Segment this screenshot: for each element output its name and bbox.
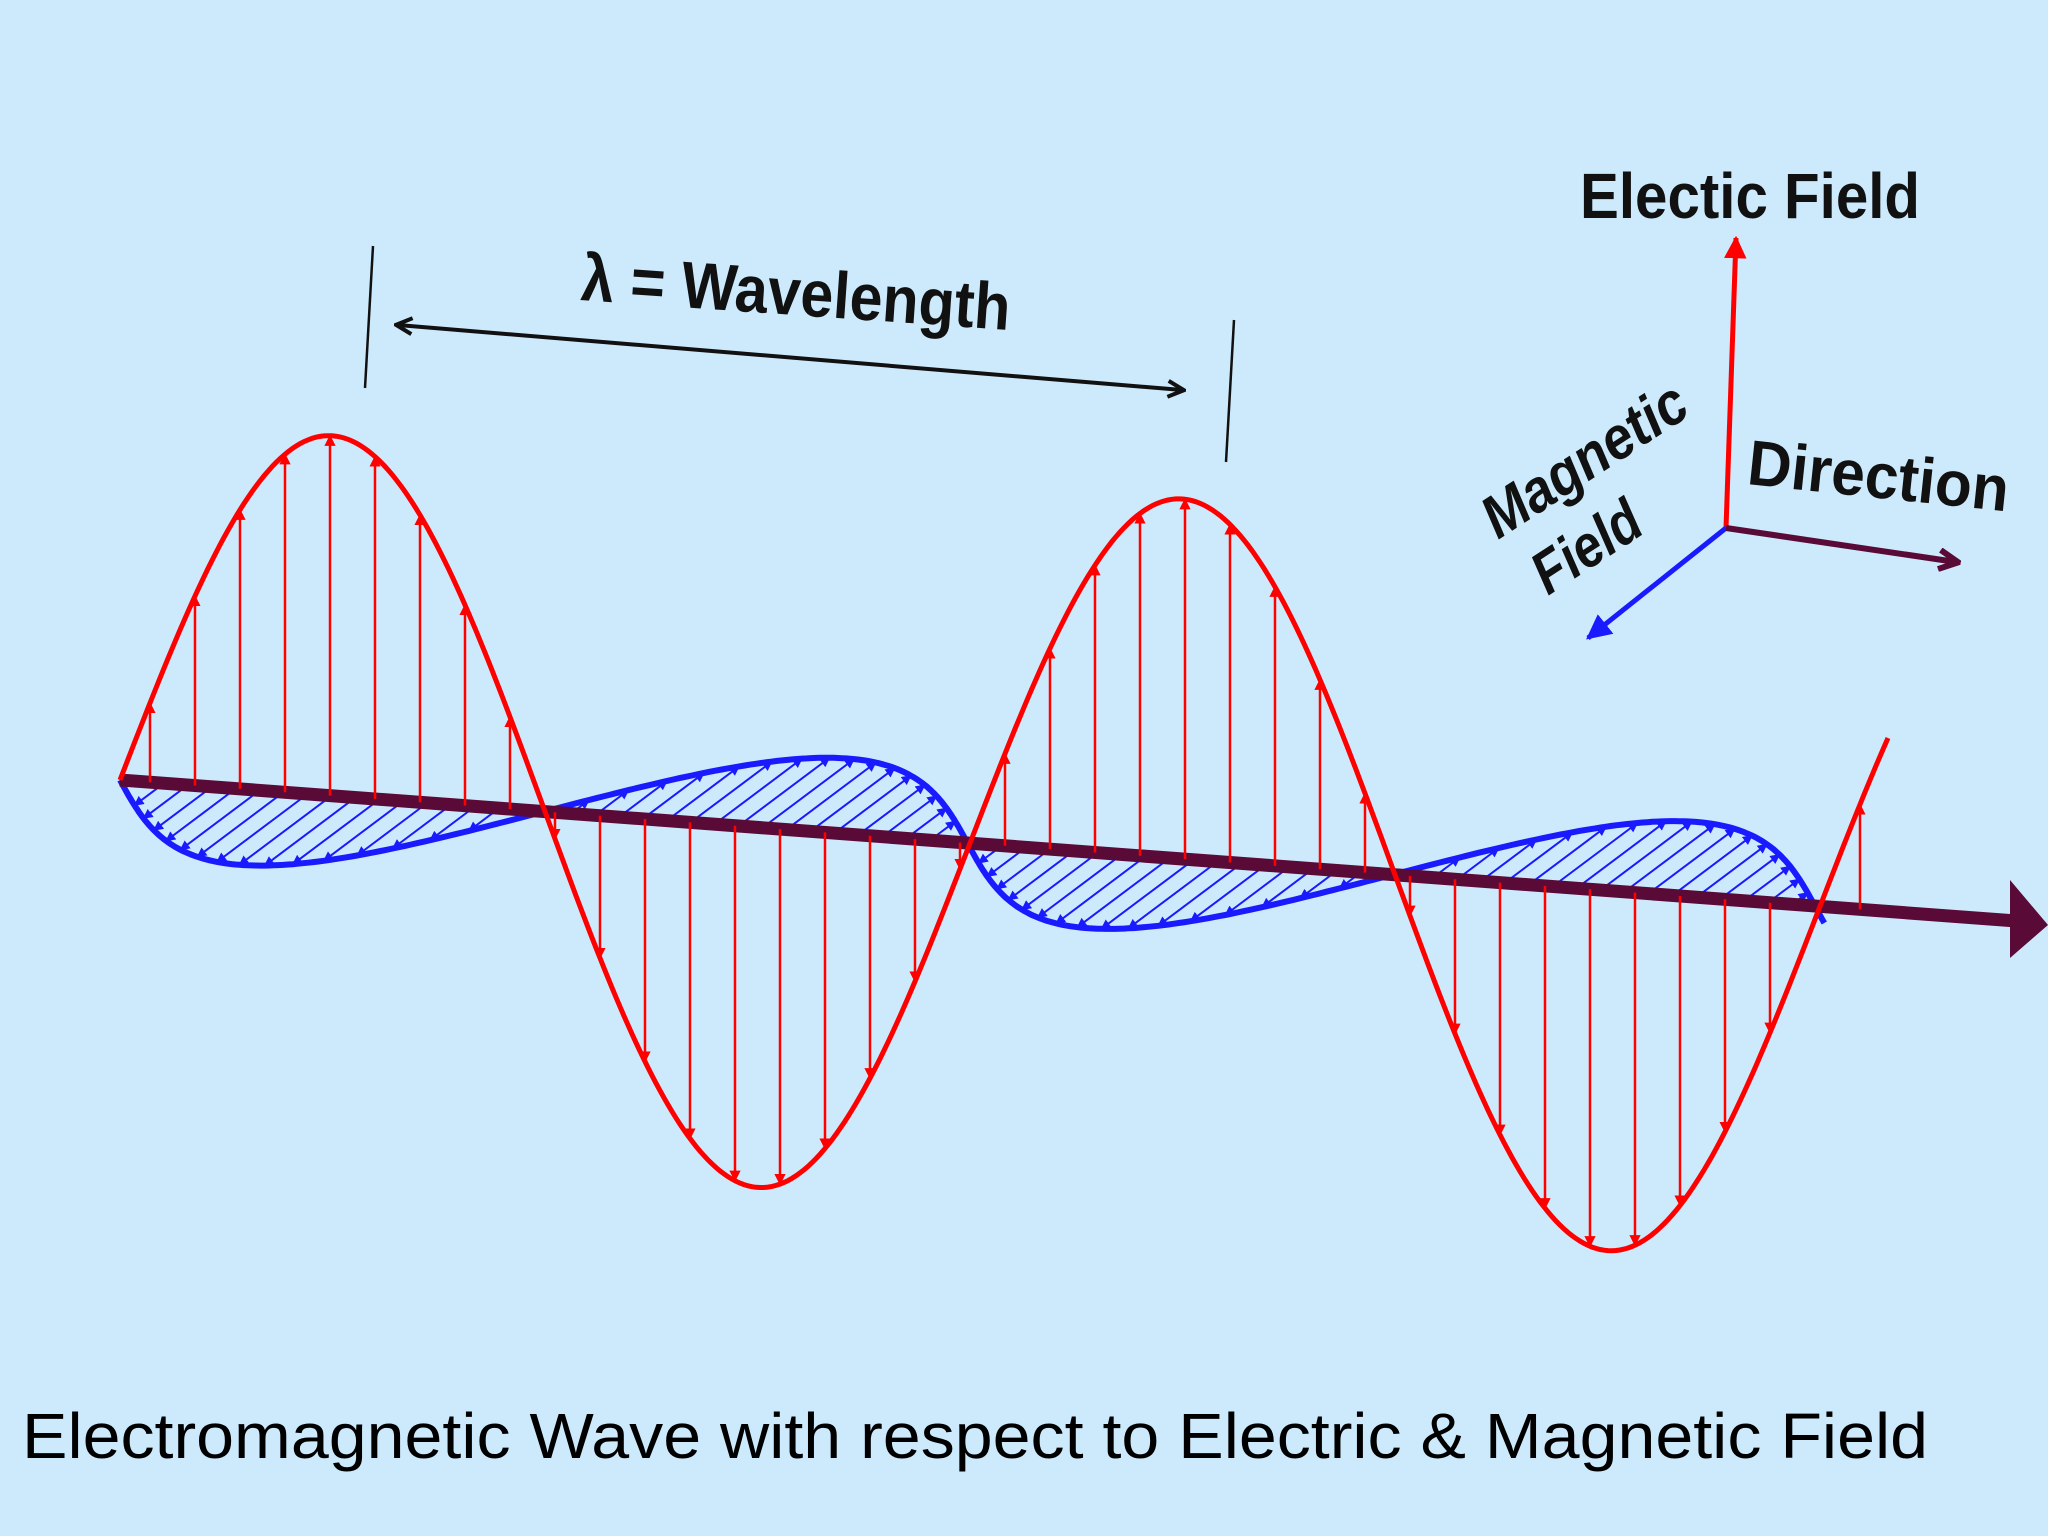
electric-axis-arrow-icon	[1723, 235, 1747, 529]
magnetic-field-vector	[1599, 820, 1693, 892]
magnetic-field-vector	[713, 757, 803, 826]
magnetic-field-vector	[1623, 823, 1716, 894]
wavelength-arrow-icon	[398, 325, 1182, 390]
magnetic-field-vector	[833, 774, 912, 835]
wavelength-label: λ = Wavelength	[579, 240, 1013, 344]
magnetic-field-vector	[881, 795, 938, 838]
magnetic-field-vector	[323, 800, 404, 862]
axes-legend: Electic Field Direction Magnetic Field	[1469, 160, 2013, 640]
magnetic-field-vector	[1189, 864, 1266, 923]
magnetic-field-vector	[1036, 854, 1122, 919]
magnetic-field-vector	[238, 794, 332, 866]
magnetic-field-vector	[1551, 822, 1639, 888]
propagation-arrow-icon	[2010, 880, 2048, 958]
magnetic-field-vector	[1479, 838, 1538, 883]
magnetic-field-vector	[665, 765, 740, 822]
magnetic-field-vector	[996, 848, 1051, 890]
magnetic-field-vector	[165, 787, 237, 842]
diagram-caption: Electromagnetic Wave with respect to Ele…	[22, 1400, 1928, 1472]
magnetic-field-vector	[1671, 834, 1753, 897]
magnetic-field-vector	[1100, 859, 1194, 930]
magnetic-field-vector	[1575, 820, 1667, 890]
magnetic-field-vector	[1647, 828, 1736, 896]
magnetic-field-vector	[356, 802, 428, 857]
wavelength-indicator: λ = Wavelength	[363, 240, 1236, 463]
magnetic-field-vector	[1224, 866, 1290, 916]
electric-field-label: Electic Field	[1580, 160, 1920, 232]
propagation-axis	[119, 773, 2031, 929]
magnetic-field-vector	[689, 760, 773, 824]
magnetic-field-vector	[1503, 831, 1574, 885]
magnetic-field-vector	[292, 798, 380, 866]
magnetic-field-vector	[1261, 868, 1314, 908]
wavelength-tick-left	[363, 245, 375, 389]
magnetic-field-vector	[153, 786, 213, 832]
magnetic-field-vector	[391, 803, 452, 850]
magnetic-field-wave	[117, 754, 1827, 932]
magnetic-axis-arrow-icon	[1586, 526, 1728, 640]
magnetic-field-vector	[263, 796, 356, 867]
magnetic-field-vector	[737, 756, 831, 828]
magnetic-field-vector	[196, 791, 285, 858]
electric-field-wave	[117, 433, 1891, 1254]
magnetic-field-vector	[1127, 861, 1218, 930]
magnetic-field-vector	[857, 784, 926, 836]
magnetic-field-vector	[785, 761, 877, 831]
magnetic-field-vector	[761, 758, 855, 829]
magnetic-field-vector	[1007, 850, 1074, 901]
magnetic-field-vector	[179, 789, 261, 851]
magnetic-field-vector	[1055, 855, 1146, 925]
magnetic-field-vector	[1157, 862, 1242, 927]
magnetic-field-vector	[1527, 825, 1607, 887]
magnetic-field-vector	[1718, 853, 1781, 901]
wavelength-tick-right	[1224, 319, 1236, 463]
magnetic-field-vector	[216, 793, 309, 863]
direction-label: Direction	[1745, 426, 2013, 525]
magnetic-field-vector	[809, 767, 896, 833]
magnetic-field-vector	[1021, 852, 1098, 911]
magnetic-field-vector	[1694, 843, 1768, 899]
magnetic-field-vector	[1076, 857, 1170, 928]
magnetic-field-vector	[641, 772, 705, 820]
direction-axis-arrow-icon	[1725, 525, 1956, 562]
